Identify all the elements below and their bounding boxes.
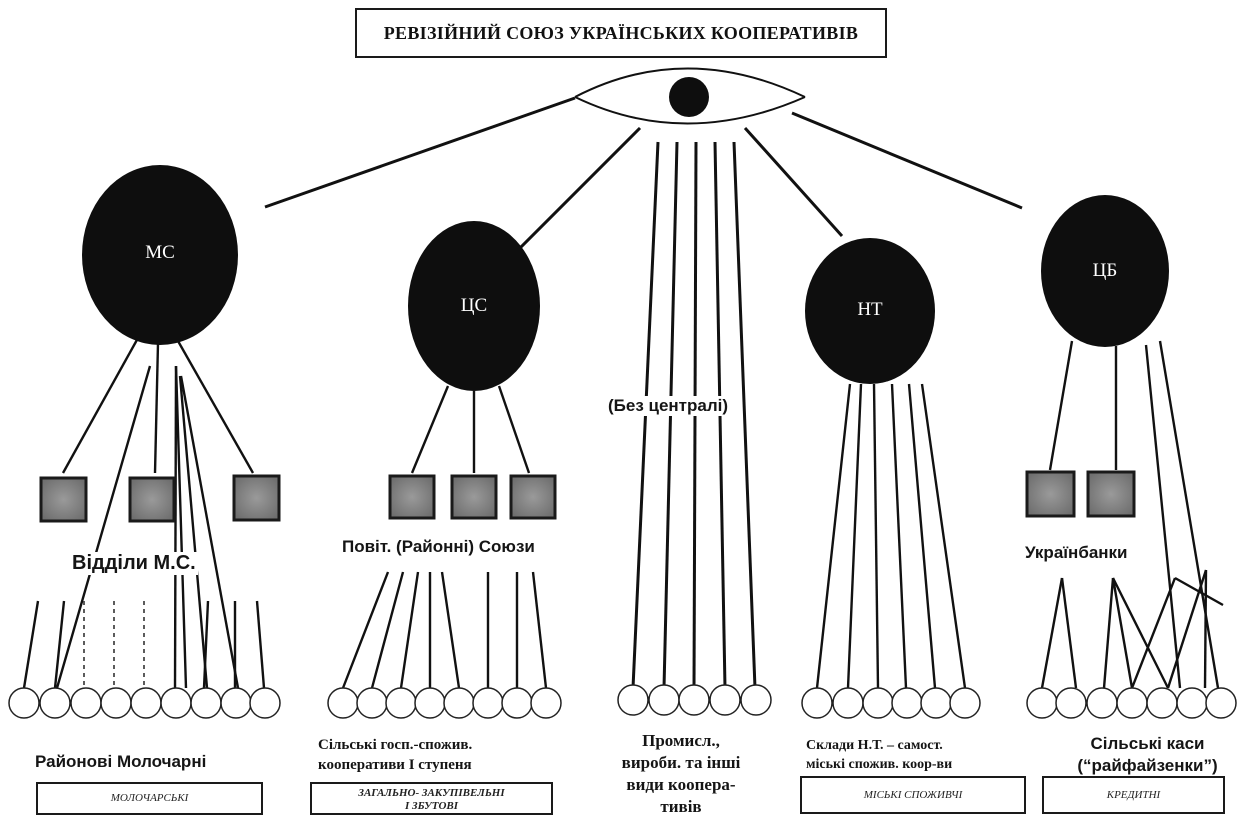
ms-coop <box>39 687 71 719</box>
ms-bottom-label: Районові Молочарні <box>35 752 207 771</box>
ms-coop <box>249 687 281 719</box>
cb-sub-label: Українбанки <box>1023 543 1130 563</box>
category-cs-line: І ЗБУТОВІ <box>404 800 459 812</box>
cb-coop <box>1086 687 1118 719</box>
cb-connectors <box>1040 340 1224 689</box>
ms-coop <box>160 687 192 719</box>
ms-coop <box>220 687 252 719</box>
prom-bottom-line: Промисл., <box>642 731 720 750</box>
cb-square-1 <box>1025 470 1076 518</box>
prom-coop <box>709 684 741 716</box>
ms-coop <box>130 687 162 719</box>
category-cs-box: ЗАГАЛЬНО- ЗАКУПІВЕЛЬНІ І ЗБУТОВІ <box>310 782 553 815</box>
cb-coop <box>1176 687 1208 719</box>
prom-coop <box>740 684 772 716</box>
cb-bottom-line: (“райфайзенки”) <box>1077 756 1218 775</box>
cs-square-3 <box>509 474 557 520</box>
cs-square-2 <box>450 474 498 520</box>
top-connectors <box>264 96 1023 260</box>
ms-square-3 <box>232 474 281 522</box>
nt-coop <box>832 687 864 719</box>
ms-coop <box>8 687 40 719</box>
cb-coop <box>1146 687 1178 719</box>
cs-connectors <box>341 385 548 689</box>
cb-coop <box>1205 687 1237 719</box>
primary-cooperatives <box>8 684 1237 719</box>
cs-coop <box>414 687 446 719</box>
cb-bottom-label: Сільські каси (“райфайзенки”) <box>1060 733 1235 777</box>
central-cb-label: ЦБ <box>1092 260 1118 281</box>
cs-coop <box>385 687 417 719</box>
prom-bottom-label: Промисл., вироби. та інші види коопера- … <box>596 730 766 818</box>
cs-sub-label: Повіт. (Районні) Союзи <box>340 537 537 557</box>
cs-coop <box>530 687 562 719</box>
nt-coop <box>949 687 981 719</box>
category-ms-box: МОЛОЧАРСЬКІ <box>36 782 263 815</box>
cs-coop <box>356 687 388 719</box>
cb-coop <box>1116 687 1148 719</box>
cb-square-2 <box>1086 470 1136 518</box>
central-nt-circle <box>805 238 935 384</box>
cb-coop <box>1055 687 1087 719</box>
ms-coop <box>190 687 222 719</box>
central-cs-label: ЦС <box>460 295 488 316</box>
central-ms-circle <box>82 165 238 345</box>
ms-coop <box>100 687 132 719</box>
category-cs-line: ЗАГАЛЬНО- ЗАКУПІВЕЛЬНІ <box>358 787 505 799</box>
nt-bottom-line: Склади Н.Т. – самост. <box>806 738 943 753</box>
category-cb-box: КРЕДИТНІ <box>1042 776 1225 814</box>
page-title-text: РЕВІЗІЙНИЙ СОЮЗ УКРАЇНСЬКИХ КООПЕРАТИВІВ <box>383 22 859 43</box>
prom-coop <box>617 684 649 716</box>
ms-coop <box>70 687 102 719</box>
cs-coop <box>327 687 359 719</box>
nt-connectors <box>815 383 967 689</box>
prom-coop <box>648 684 680 716</box>
cs-bottom-line: кооперативи І ступеня <box>318 757 472 773</box>
prom-coop <box>678 684 710 716</box>
no-central-label: (Без централі) <box>605 396 732 416</box>
cs-coop <box>443 687 475 719</box>
category-nt-box: МІСЬКІ СПОЖИВЧІ <box>800 776 1026 814</box>
cb-bottom-line: Сільські каси <box>1090 734 1205 753</box>
cs-coop <box>501 687 533 719</box>
cs-bottom-label: Сільські госп.-спожив. кооперативи І сту… <box>318 735 472 775</box>
ms-square-2 <box>128 476 176 523</box>
ms-square-1 <box>39 476 88 523</box>
page-title: РЕВІЗІЙНИЙ СОЮЗ УКРАЇНСЬКИХ КООПЕРАТИВІВ <box>355 8 887 58</box>
nt-coop <box>862 687 894 719</box>
central-ms-label: МС <box>145 242 175 263</box>
nt-bottom-line: міські спожив. коор-ви <box>806 757 953 772</box>
nt-coop <box>891 687 923 719</box>
ms-connectors <box>22 337 266 689</box>
cb-coop <box>1026 687 1058 719</box>
central-cs-circle <box>408 221 540 391</box>
cs-square-1 <box>388 474 436 520</box>
nt-coop <box>920 687 952 719</box>
category-ms-text: МОЛОЧАРСЬКІ <box>110 792 189 804</box>
eye-icon <box>574 67 806 125</box>
cs-coop <box>472 687 504 719</box>
central-nt-label: НТ <box>857 299 883 320</box>
nt-bottom-label: Склади Н.Т. – самост. міські спожив. коо… <box>806 736 952 774</box>
prom-bottom-line: вироби. та інші <box>621 753 741 772</box>
nt-coop <box>801 687 833 719</box>
category-nt-text: МІСЬКІ СПОЖИВЧІ <box>863 789 963 801</box>
branch-office-squares <box>39 470 1136 523</box>
prom-bottom-line: види коопера- <box>626 775 736 794</box>
cs-bottom-line: Сільські госп.-спожив. <box>318 737 473 753</box>
ms-sub-label: Відділи М.С. <box>70 552 198 575</box>
central-cb-circle <box>1041 195 1169 347</box>
prom-bottom-line: тивів <box>660 797 702 816</box>
ms-dashed-connectors <box>83 601 145 688</box>
category-cb-text: КРЕДИТНІ <box>1106 789 1161 801</box>
